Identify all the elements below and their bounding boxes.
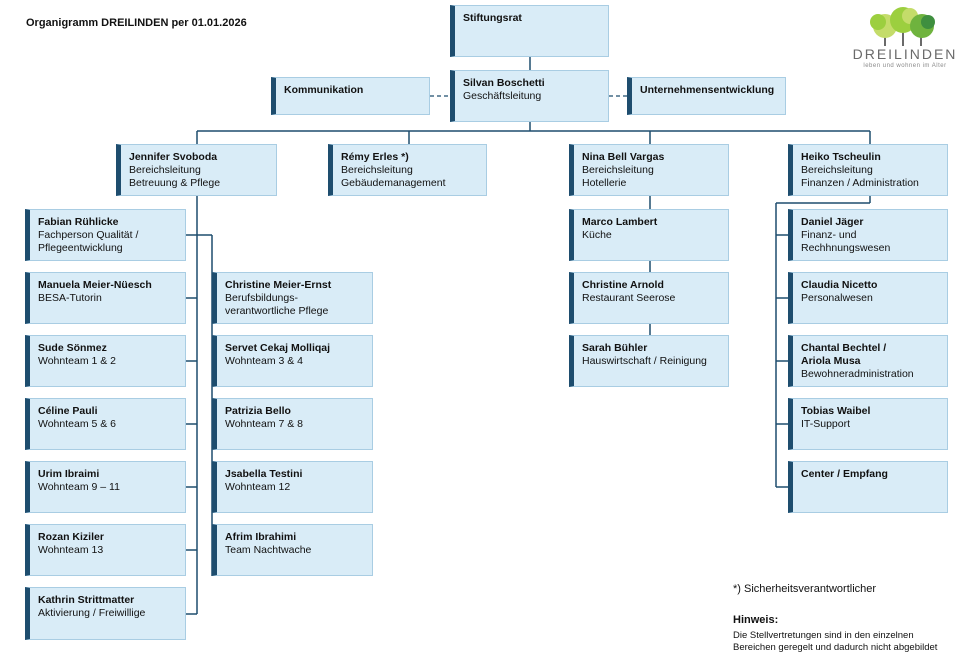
logo-tagline: leben und wohnen im Alter bbox=[863, 63, 947, 69]
box-name: Nina Bell Vargas bbox=[582, 151, 665, 163]
box-name: Rémy Erles *) bbox=[341, 151, 409, 163]
logo-wordmark: DREILINDEN bbox=[852, 46, 958, 62]
box-name: Jsabella Testini bbox=[225, 468, 303, 480]
box-name: Jennifer Svoboda bbox=[129, 151, 218, 163]
box-ruehlicke: Fabian Rühlicke Fachperson Qualität / Pf… bbox=[25, 209, 186, 261]
box-finanzen-administration: Heiko Tscheulin Bereichsleitung Finanzen… bbox=[788, 144, 948, 196]
box-waibel: Tobias Waibel IT-Support bbox=[788, 398, 948, 450]
box-name: Sarah Bühler bbox=[582, 342, 648, 354]
box-arnold: Christine Arnold Restaurant Seerose bbox=[569, 272, 729, 324]
box-role: Wohnteam 1 & 2 bbox=[38, 355, 117, 367]
box-name: Stiftungsrat bbox=[463, 12, 522, 24]
box-bechtel-musa: Chantal Bechtel / Ariola Musa Bewohnerad… bbox=[788, 335, 948, 387]
box-center-empfang: Center / Empfang bbox=[788, 461, 948, 513]
box-name: Kathrin Strittmatter bbox=[38, 594, 135, 606]
box-role: Wohnteam 7 & 8 bbox=[225, 418, 304, 430]
box-ibraimi: Urim Ibraimi Wohnteam 9 – 11 bbox=[25, 461, 186, 513]
box-role: Bereichsleitung Hotellerie bbox=[582, 164, 654, 189]
box-role: Team Nachtwache bbox=[225, 544, 312, 556]
box-name: Center / Empfang bbox=[801, 468, 888, 480]
box-role: Küche bbox=[582, 229, 612, 241]
box-role: Wohnteam 12 bbox=[225, 481, 291, 493]
box-nicetto: Claudia Nicetto Personalwesen bbox=[788, 272, 948, 324]
footnote: *) Sicherheitsverantwortlicher bbox=[733, 583, 877, 595]
box-name: Afrim Ibrahimi bbox=[225, 531, 297, 543]
box-role: Geschäftsleitung bbox=[463, 90, 542, 102]
box-name: Unternehmensentwicklung bbox=[640, 84, 775, 96]
box-role: BESA-Tutorin bbox=[38, 292, 102, 304]
box-name: Urim Ibraimi bbox=[38, 468, 100, 480]
box-role: IT-Support bbox=[801, 418, 851, 430]
box-role: Wohnteam 13 bbox=[38, 544, 104, 556]
box-name: Claudia Nicetto bbox=[801, 279, 878, 291]
box-role: Wohnteam 3 & 4 bbox=[225, 355, 304, 367]
box-buehler: Sarah Bühler Hauswirtschaft / Reinigung bbox=[569, 335, 729, 387]
dreilinden-logo bbox=[870, 7, 935, 46]
box-name: Kommunikation bbox=[284, 84, 364, 96]
box-name: Manuela Meier-Nüesch bbox=[38, 279, 152, 291]
note-text: Die Stellvertretungen sind in den einzel… bbox=[733, 630, 938, 653]
box-name: Silvan Boschetti bbox=[463, 77, 545, 89]
box-role: Bewohneradministration bbox=[801, 368, 914, 380]
box-strittmatter: Kathrin Strittmatter Aktivierung / Freiw… bbox=[25, 587, 186, 640]
box-role: Bereichsleitung Betreuung & Pflege bbox=[129, 164, 221, 189]
box-kommunikation: Kommunikation bbox=[271, 77, 430, 115]
box-hotellerie: Nina Bell Vargas Bereichsleitung Hotelle… bbox=[569, 144, 729, 196]
box-name: Christine Arnold bbox=[582, 279, 664, 291]
box-gebaeudemanagement: Rémy Erles *) Bereichsleitung Gebäudeman… bbox=[328, 144, 487, 196]
box-name: Christine Meier-Ernst bbox=[225, 279, 332, 291]
box-meier-ernst: Christine Meier-Ernst Berufsbildungs- ve… bbox=[212, 272, 373, 324]
box-role: Wohnteam 5 & 6 bbox=[38, 418, 117, 430]
box-pauli: Céline Pauli Wohnteam 5 & 6 bbox=[25, 398, 186, 450]
box-role: Berufsbildungs- verantwortliche Pflege bbox=[225, 292, 329, 317]
box-kiziler: Rozan Kiziler Wohnteam 13 bbox=[25, 524, 186, 576]
box-role: Aktivierung / Freiwillige bbox=[38, 607, 146, 619]
box-role: Restaurant Seerose bbox=[582, 292, 676, 304]
box-role: Bereichsleitung Gebäudemanagement bbox=[341, 164, 446, 189]
box-name: Chantal Bechtel / Ariola Musa bbox=[801, 342, 887, 367]
box-betreuung-pflege: Jennifer Svoboda Bereichsleitung Betreuu… bbox=[116, 144, 277, 196]
box-role: Fachperson Qualität / Pflegeentwicklung bbox=[38, 229, 139, 254]
box-role: Hauswirtschaft / Reinigung bbox=[582, 355, 707, 367]
box-name: Patrizia Bello bbox=[225, 405, 291, 417]
box-name: Tobias Waibel bbox=[801, 405, 871, 417]
box-testini: Jsabella Testini Wohnteam 12 bbox=[212, 461, 373, 513]
note-title: Hinweis: bbox=[733, 614, 779, 626]
box-stiftungsrat: Stiftungsrat bbox=[450, 5, 609, 57]
box-name: Rozan Kiziler bbox=[38, 531, 104, 543]
box-role: Bereichsleitung Finanzen / Administratio… bbox=[801, 164, 919, 189]
box-unternehmensentwicklung: Unternehmensentwicklung bbox=[627, 77, 786, 115]
box-a-ibrahimi: Afrim Ibrahimi Team Nachtwache bbox=[212, 524, 373, 576]
box-role: Personalwesen bbox=[801, 292, 873, 304]
box-name: Céline Pauli bbox=[38, 405, 98, 417]
box-name: Sude Sönmez bbox=[38, 342, 107, 354]
box-molliqaj: Servet Cekaj Molliqaj Wohnteam 3 & 4 bbox=[212, 335, 373, 387]
box-soenmez: Sude Sönmez Wohnteam 1 & 2 bbox=[25, 335, 186, 387]
box-lambert: Marco Lambert Küche bbox=[569, 209, 729, 261]
box-jaeger: Daniel Jäger Finanz- und Rechhnungswesen bbox=[788, 209, 948, 261]
box-name: Marco Lambert bbox=[582, 216, 658, 228]
box-bello: Patrizia Bello Wohnteam 7 & 8 bbox=[212, 398, 373, 450]
box-name: Heiko Tscheulin bbox=[801, 151, 881, 163]
page-title: Organigramm DREILINDEN per 01.01.2026 bbox=[26, 17, 247, 29]
box-meier-nuesch: Manuela Meier-Nüesch BESA-Tutorin bbox=[25, 272, 186, 324]
box-role: Finanz- und Rechhnungswesen bbox=[801, 229, 891, 254]
box-name: Servet Cekaj Molliqaj bbox=[225, 342, 331, 354]
box-name: Fabian Rühlicke bbox=[38, 216, 119, 228]
box-name: Daniel Jäger bbox=[801, 216, 864, 228]
box-geschaeftsleitung: Silvan Boschetti Geschäftsleitung bbox=[450, 70, 609, 122]
box-role: Wohnteam 9 – 11 bbox=[38, 481, 120, 493]
